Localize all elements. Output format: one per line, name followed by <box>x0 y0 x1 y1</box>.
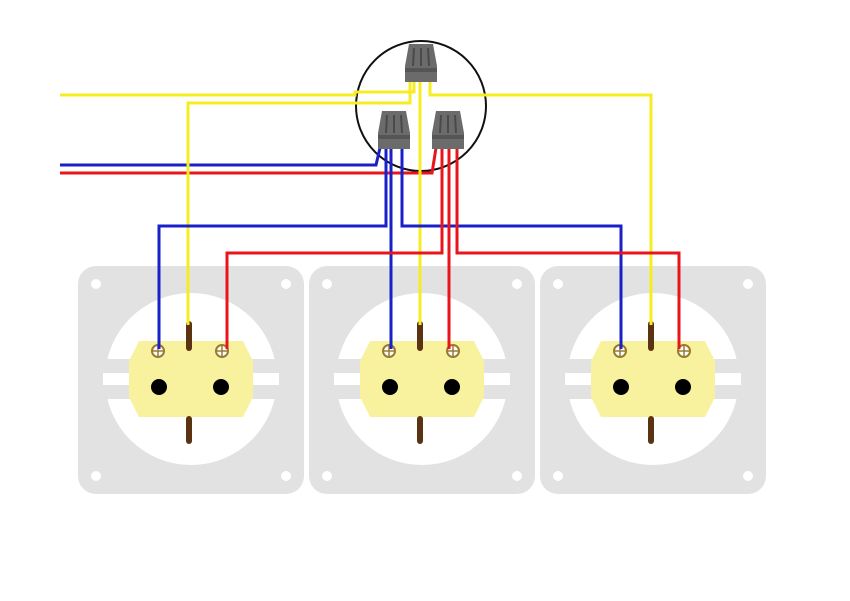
socket-insert <box>360 341 484 417</box>
pin-hole-right <box>444 379 460 395</box>
mounting-hole <box>281 279 291 289</box>
neutral-socket-1-wire <box>157 148 388 349</box>
wire-group <box>60 80 681 349</box>
socket-insert <box>591 341 715 417</box>
mounting-hole <box>553 279 563 289</box>
connector-band <box>432 135 464 139</box>
mounting-hole <box>322 279 332 289</box>
socket-3 <box>540 266 766 494</box>
mounting-hole <box>512 279 522 289</box>
mounting-hole <box>322 471 332 481</box>
pin-hole-left <box>151 379 167 395</box>
connector-band <box>405 68 437 72</box>
ground-connector <box>405 44 437 82</box>
socket-2 <box>309 266 535 494</box>
phase-connector <box>432 111 464 149</box>
ground-socket-3-wire <box>428 80 653 325</box>
socket-insert <box>129 341 253 417</box>
ground-clip-bottom <box>186 416 192 444</box>
socket-group <box>78 266 766 494</box>
terminal-screw-right <box>677 344 691 358</box>
pin-hole-right <box>675 379 691 395</box>
connector-lever <box>412 47 415 67</box>
phase-socket-1-wire <box>225 148 444 349</box>
connector-lever <box>427 47 430 67</box>
socket-1 <box>78 266 304 494</box>
connector-lever <box>454 114 457 134</box>
pin-hole-left <box>613 379 629 395</box>
phase-feed-wire <box>60 147 438 175</box>
ground-feed-wire <box>60 80 416 97</box>
ground-clip-top <box>648 321 654 351</box>
terminal-screw-right <box>215 344 229 358</box>
mounting-hole <box>743 471 753 481</box>
mounting-hole <box>91 471 101 481</box>
ground-clip-top <box>186 321 192 351</box>
neutral-connector <box>378 111 410 149</box>
ground-socket-1-wire <box>186 80 412 325</box>
neutral-socket-3-wire <box>400 148 623 349</box>
mounting-hole <box>91 279 101 289</box>
ground-clip-bottom <box>648 416 654 444</box>
connector-band <box>378 135 410 139</box>
mounting-hole <box>512 471 522 481</box>
connector-lever <box>400 114 403 134</box>
connector-group <box>378 44 464 149</box>
connector-lever <box>385 114 388 134</box>
pin-hole-left <box>382 379 398 395</box>
ground-clip-bottom <box>417 416 423 444</box>
ground-clip-top <box>417 321 423 351</box>
connector-lever <box>439 114 442 134</box>
terminal-screw-left <box>382 344 396 358</box>
mounting-hole <box>281 471 291 481</box>
mounting-hole <box>743 279 753 289</box>
pin-hole-right <box>213 379 229 395</box>
neutral-feed-wire <box>60 147 382 167</box>
phase-socket-3-wire <box>455 148 681 349</box>
mounting-hole <box>553 471 563 481</box>
